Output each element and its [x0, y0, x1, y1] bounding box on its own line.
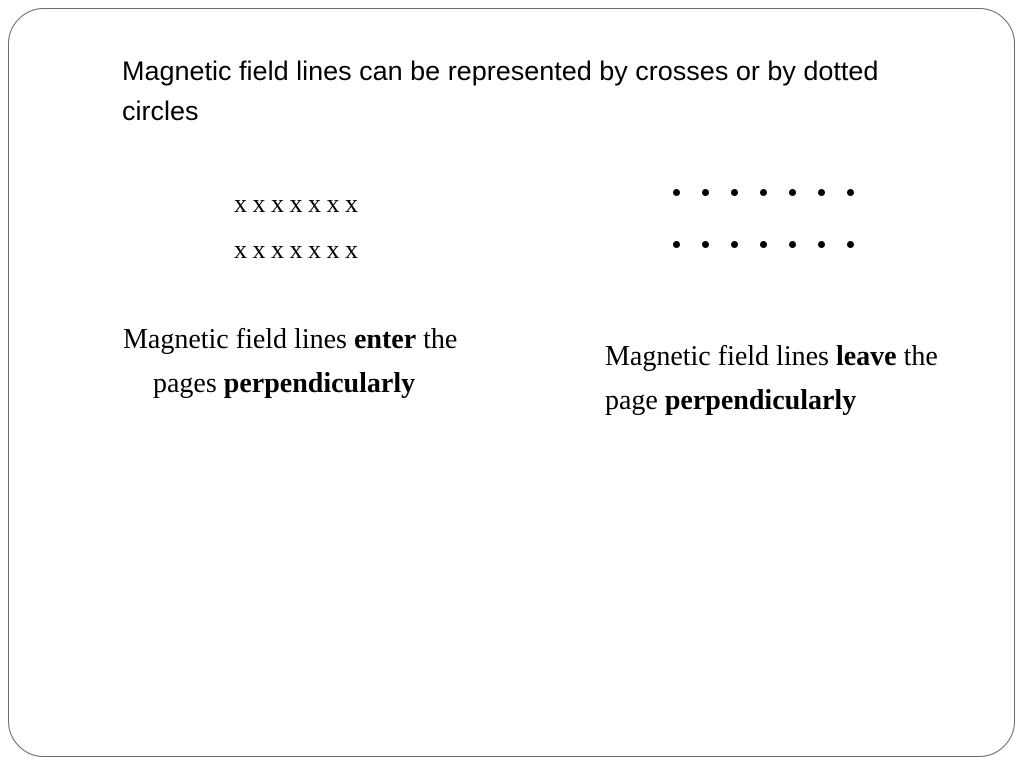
dot-symbol [818, 241, 825, 248]
dot-symbol [789, 241, 796, 248]
dot-symbol [702, 241, 709, 248]
dot-symbol [673, 189, 680, 196]
leave-caption-prefix: Magnetic field lines [605, 341, 836, 372]
enter-caption-middle: the pages [153, 324, 458, 399]
dot-symbol [702, 189, 709, 196]
enter-caption-emphasis-2: perpendicularly [223, 368, 416, 399]
leave-caption-emphasis-2: perpendicularly [664, 385, 857, 416]
crosses-row-1: x x x x x x x [234, 189, 358, 218]
slide: Magnetic field lines can be represented … [8, 8, 1015, 757]
crosses-symbol-group: x x x x x x x x x x x x x x [234, 181, 358, 273]
leave-caption-middle: the page [605, 341, 938, 416]
dot-symbol [731, 241, 738, 248]
dot-symbol [760, 241, 767, 248]
dot-symbol [760, 189, 767, 196]
dot-symbol [847, 241, 854, 248]
dots-symbol-group [673, 177, 873, 277]
enter-caption: Magnetic field lines enter the pages per… [123, 318, 523, 406]
dot-symbol [673, 241, 680, 248]
dot-symbol [789, 189, 796, 196]
dot-symbol [731, 189, 738, 196]
dot-symbol [818, 189, 825, 196]
enter-caption-emphasis: enter [353, 324, 417, 355]
crosses-row-2: x x x x x x x [234, 235, 358, 264]
leave-caption-emphasis: leave [835, 341, 897, 372]
slide-title: Magnetic field lines can be represented … [122, 56, 879, 126]
dot-symbol [847, 189, 854, 196]
enter-caption-prefix: Magnetic field lines [123, 324, 354, 355]
leave-caption: Magnetic field lines leave the page perp… [605, 335, 975, 423]
